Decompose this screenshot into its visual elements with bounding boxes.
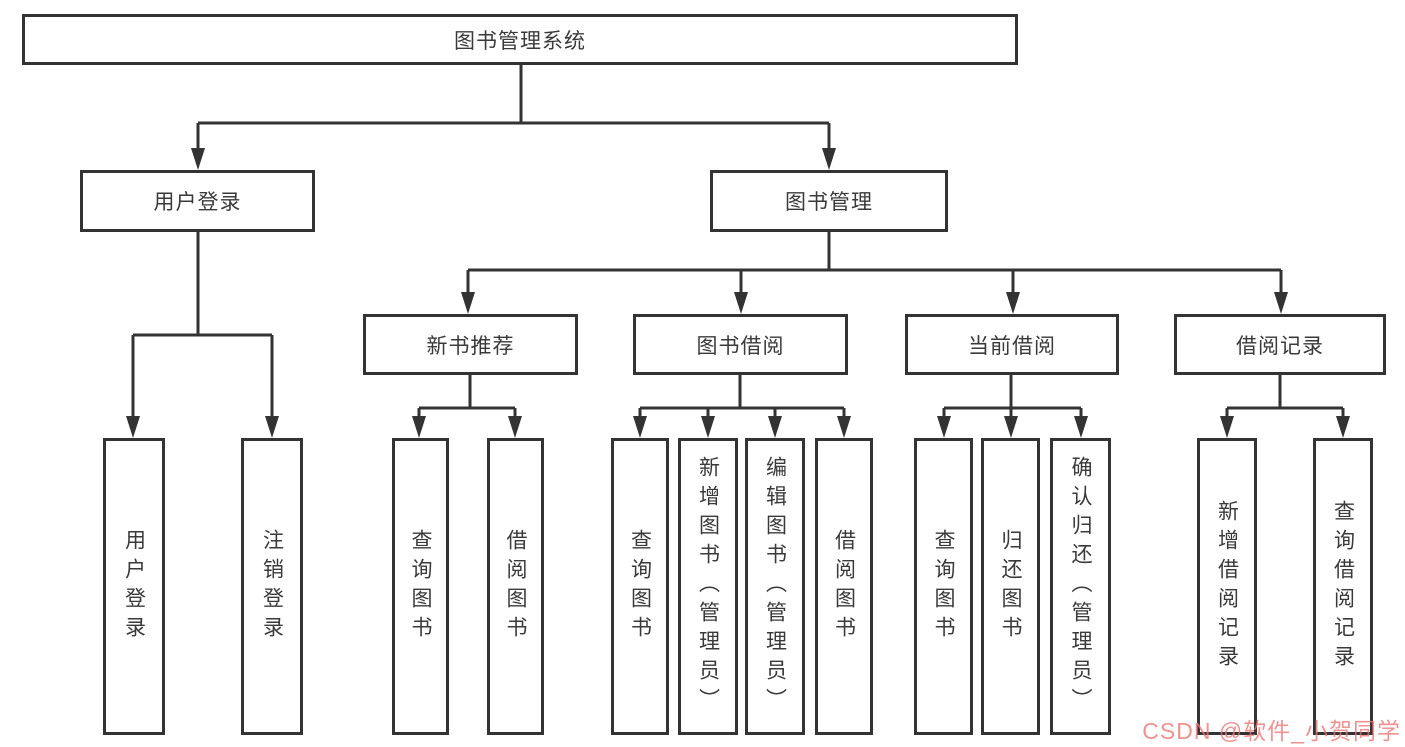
leaf-return-books: 归还图书	[981, 438, 1040, 735]
leaf-borrow-books-borrow: 借阅图书	[815, 438, 873, 735]
leaf-query-books-borrow: 查询图书	[611, 438, 669, 735]
arrowheads	[126, 148, 1350, 438]
arrow-down-icon	[768, 416, 782, 438]
arrow-down-icon	[837, 416, 851, 438]
leaf-edit-books-admin: 编辑图书（管理员）	[745, 438, 805, 735]
leaf-borrow-books-recommend: 借阅图书	[487, 438, 544, 735]
arrow-down-icon	[1074, 416, 1088, 438]
node-user-login: 用户登录	[80, 170, 315, 232]
leaf-query-books-current: 查询图书	[914, 438, 973, 735]
csdn-watermark: CSDN @软件_小贺同学	[1142, 718, 1401, 744]
arrow-down-icon	[734, 292, 748, 314]
arrow-down-icon	[1004, 416, 1018, 438]
leaf-query-borrow-record: 查询借阅记录	[1313, 438, 1373, 735]
node-new-book-recommend: 新书推荐	[363, 314, 578, 375]
arrow-down-icon	[701, 416, 715, 438]
arrow-down-icon	[822, 148, 836, 170]
arrow-down-icon	[461, 292, 475, 314]
node-current-borrow: 当前借阅	[905, 314, 1119, 375]
arrow-down-icon	[937, 416, 951, 438]
arrow-down-icon	[1006, 292, 1020, 314]
arrow-down-icon	[126, 416, 140, 438]
arrow-down-icon	[1220, 416, 1234, 438]
node-root-library-system: 图书管理系统	[22, 14, 1018, 65]
arrow-down-icon	[1336, 416, 1350, 438]
arrow-down-icon	[191, 148, 205, 170]
node-book-management: 图书管理	[710, 170, 948, 232]
node-borrow-records: 借阅记录	[1174, 314, 1386, 375]
arrow-down-icon	[412, 416, 426, 438]
arrow-down-icon	[633, 416, 647, 438]
leaf-add-books-admin: 新增图书（管理员）	[678, 438, 738, 735]
arrow-down-icon	[265, 416, 279, 438]
leaf-confirm-return-admin: 确认归还（管理员）	[1050, 438, 1111, 735]
node-book-borrow: 图书借阅	[633, 314, 848, 375]
leaf-add-borrow-record: 新增借阅记录	[1197, 438, 1257, 735]
leaf-user-login: 用户登录	[103, 438, 165, 735]
arrow-down-icon	[1274, 292, 1288, 314]
arrow-down-icon	[508, 416, 522, 438]
leaf-query-books-recommend: 查询图书	[392, 438, 449, 735]
leaf-logout-login: 注销登录	[241, 438, 303, 735]
